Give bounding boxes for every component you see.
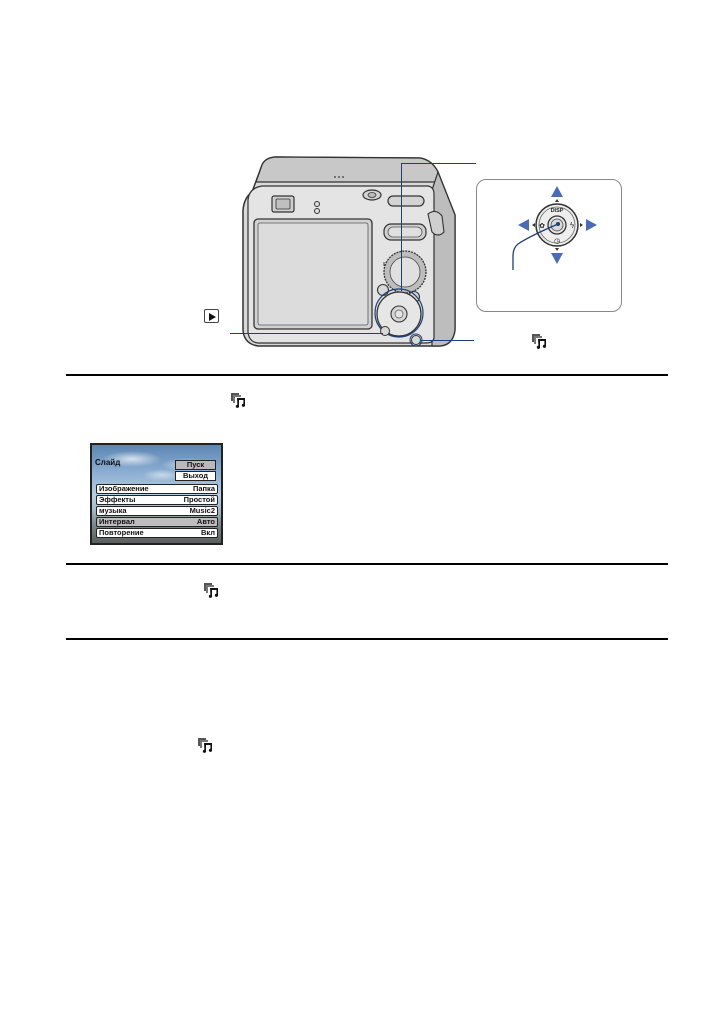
arrow-down-icon: [551, 253, 563, 264]
setting-row-effects[interactable]: Эффекты Простой: [96, 495, 218, 505]
arrow-right-icon: [586, 219, 597, 231]
callout-line-control-wheel-vertical: [401, 163, 403, 291]
setting-row-repeat[interactable]: Повторение Вкл: [96, 528, 218, 538]
callout-line-slideshow-button: [420, 340, 474, 342]
callout-line-control-wheel-horizontal: [401, 163, 476, 165]
playback-icon: [204, 309, 219, 323]
svg-text:✿: ✿: [539, 222, 545, 230]
setting-label: Изображение: [99, 484, 149, 493]
setting-row-music[interactable]: музыка Music2: [96, 506, 218, 516]
section-divider: [66, 374, 668, 376]
start-button[interactable]: Пуск: [175, 460, 216, 470]
setting-label: Повторение: [99, 528, 144, 537]
setting-value: Папка: [192, 484, 215, 493]
setting-row-image[interactable]: Изображение Папка: [96, 484, 218, 494]
section-divider: [66, 638, 668, 640]
camera-figure: DISP ✿ ϟ ◷: [0, 0, 726, 370]
setting-value: Вкл: [200, 528, 215, 537]
slideshow-music-icon: [204, 583, 219, 598]
setting-label: Эффекты: [99, 495, 136, 504]
arrow-left-icon: [518, 219, 529, 231]
slideshow-music-icon: [231, 393, 246, 408]
slideshow-music-icon: [532, 334, 547, 349]
setting-label: Интервал: [99, 517, 135, 526]
screen-title: Слайд: [95, 458, 121, 467]
slideshow-menu-screen: Слайд Пуск Выход Изображение Папка Эффек…: [90, 443, 223, 545]
callout-line-play-button: [230, 333, 383, 335]
control-button-diagram: DISP ✿ ϟ ◷: [512, 186, 597, 270]
setting-value: Простой: [183, 495, 215, 504]
control-button-inset: [476, 179, 622, 312]
svg-text:◷: ◷: [554, 237, 561, 245]
exit-button[interactable]: Выход: [175, 471, 216, 481]
setting-row-interval[interactable]: Интервал Авто: [96, 517, 218, 527]
setting-value: Авто: [196, 517, 215, 526]
setting-value: Music2: [189, 506, 215, 515]
svg-text:DISP: DISP: [551, 208, 564, 214]
setting-label: музыка: [99, 506, 127, 515]
slideshow-music-icon: [198, 738, 213, 753]
svg-text:ϟ: ϟ: [569, 221, 574, 230]
section-divider: [66, 563, 668, 565]
arrow-up-icon: [551, 186, 563, 197]
